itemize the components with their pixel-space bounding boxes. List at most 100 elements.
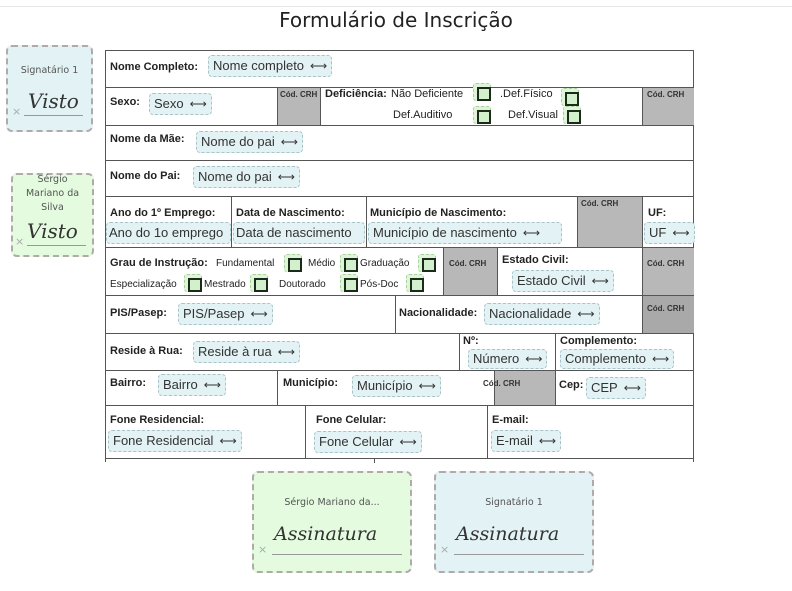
label-fundamental: Fundamental: [216, 258, 275, 269]
cell-uf: [643, 197, 694, 248]
label-deficiencia: Deficiência:: [325, 88, 387, 100]
cell-estado-civil: [498, 248, 643, 296]
resize-arrow-icon[interactable]: ⟷: [250, 307, 268, 321]
resize-arrow-icon[interactable]: ⟷: [672, 226, 690, 240]
resize-arrow-icon[interactable]: ⟷: [277, 345, 295, 359]
field-text: CEP: [591, 380, 618, 395]
field-text: Município: [357, 378, 413, 393]
resize-arrow-icon[interactable]: ⟷: [310, 59, 328, 73]
crh-box: [643, 248, 694, 296]
label-pai: Nome do Pai:: [110, 170, 181, 182]
crh-label: Cód. CRH: [581, 199, 619, 208]
signature-line: [24, 115, 83, 116]
label-fone-res: Fone Residencial:: [110, 414, 205, 426]
signature-signer-2[interactable]: Sérgio Mariano da... Assinatura ×: [252, 471, 412, 573]
label-municipio-nasc: Município de Nascimento:: [370, 207, 507, 219]
label-posdoc: Pós-Doc: [360, 279, 399, 290]
field-email[interactable]: E-mail ⟷: [491, 430, 562, 452]
crh-label: Cód. CRH: [647, 90, 685, 99]
field-uf[interactable]: UF⟷: [644, 222, 695, 244]
cell-municipio: [278, 371, 495, 406]
checkbox-especializacao[interactable]: [184, 274, 202, 292]
label-nome-completo: Nome Completo:: [110, 61, 198, 73]
resize-arrow-icon[interactable]: ⟷: [277, 170, 295, 184]
field-text: Sexo: [154, 96, 184, 111]
resize-arrow-icon[interactable]: ⟷: [525, 352, 543, 366]
remove-icon[interactable]: ×: [12, 105, 22, 118]
field-estado-civil[interactable]: Estado Civil⟷: [512, 270, 614, 292]
visto-signer-1[interactable]: Signatário 1 Visto ×: [6, 45, 93, 132]
checkbox-fundamental[interactable]: [284, 254, 302, 272]
field-nacionalidade[interactable]: Nacionalidade⟷: [484, 303, 600, 325]
resize-arrow-icon[interactable]: ⟷: [203, 378, 221, 392]
label-def-fisico: .Def.Físico: [500, 88, 553, 100]
field-data[interactable]: Data de nascimento: [233, 222, 365, 244]
crh-box: [643, 88, 694, 126]
crh-box: [578, 197, 643, 248]
signature-signer-1[interactable]: Signatário 1 Assinatura ×: [434, 471, 594, 573]
field-text: E-mail: [496, 433, 533, 448]
field-text: Fone Residencial: [113, 433, 214, 448]
remove-icon[interactable]: ×: [258, 543, 268, 556]
checkbox-def-visual[interactable]: [563, 106, 581, 124]
resize-arrow-icon[interactable]: ⟷: [623, 381, 641, 395]
resize-arrow-icon[interactable]: ⟷: [399, 435, 417, 449]
cell-cep: [556, 371, 694, 406]
crh-box: [444, 248, 498, 296]
checkbox-nao-deficiente[interactable]: [473, 83, 491, 101]
label-uf: UF:: [648, 207, 667, 219]
field-rua[interactable]: Reside à rua ⟷: [193, 341, 300, 363]
signature-line: [27, 245, 86, 246]
field-bairro[interactable]: Bairro⟷: [158, 374, 226, 396]
field-nome-completo[interactable]: Nome completo⟷: [208, 55, 333, 77]
remove-icon[interactable]: ×: [15, 235, 25, 248]
remove-icon[interactable]: ×: [440, 543, 450, 556]
field-cep[interactable]: CEP ⟷: [586, 377, 646, 399]
field-fone-cel[interactable]: Fone Celular⟷: [314, 431, 422, 453]
field-text: Reside à rua: [198, 344, 272, 359]
cell-pis: [106, 296, 396, 334]
field-mae[interactable]: Nome do pai⟷: [196, 131, 303, 153]
field-text: Nome do pai: [198, 169, 272, 184]
resize-arrow-icon[interactable]: ⟷: [577, 307, 595, 321]
checkbox-medio[interactable]: [340, 254, 358, 272]
resize-arrow-icon[interactable]: ⟷: [219, 434, 237, 448]
resize-arrow-icon[interactable]: ⟷: [538, 434, 557, 448]
label-graduacao: Graduação: [360, 258, 410, 269]
checkbox-doutorado[interactable]: [340, 274, 358, 292]
visto-signer-2[interactable]: Sérgio Mariano da Silva Visto ×: [11, 173, 94, 257]
checkbox-posdoc[interactable]: [406, 274, 424, 292]
resize-arrow-icon[interactable]: ⟷: [522, 226, 541, 240]
field-fone-res[interactable]: Fone Residencial ⟷: [108, 430, 242, 452]
field-complemento[interactable]: Complemento⟷: [560, 349, 675, 369]
field-text: Número: [473, 351, 520, 366]
resize-arrow-icon[interactable]: ⟷: [591, 274, 609, 288]
label-grau: Grau de Instrução:: [110, 257, 208, 269]
field-municipio[interactable]: Município ⟷: [352, 375, 441, 397]
field-text: PIS/Pasep: [183, 306, 245, 321]
resize-arrow-icon[interactable]: ⟷: [189, 97, 207, 111]
checkbox-mestrado[interactable]: [250, 274, 268, 292]
checkbox-def-fisico[interactable]: [561, 88, 579, 106]
resize-arrow-icon[interactable]: ⟷: [651, 352, 670, 366]
field-pai[interactable]: Nome do pai ⟷: [193, 166, 300, 188]
field-sexo[interactable]: Sexo ⟷: [149, 93, 212, 115]
cell-complemento: [556, 334, 694, 371]
field-pis[interactable]: PIS/Pasep ⟷: [178, 303, 273, 325]
crh-box: [278, 88, 321, 126]
field-municipio-nasc[interactable]: Município de nascimento⟷: [368, 222, 562, 244]
label-fone-cel: Fone Celular:: [316, 414, 387, 426]
row-nome-completo: [106, 51, 694, 88]
signer-name: Signatário 1: [20, 65, 79, 76]
signature-script: Assinatura: [456, 523, 560, 545]
checkbox-graduacao[interactable]: [418, 254, 436, 272]
field-ano[interactable]: Ano do 1o emprego: [106, 222, 231, 244]
resize-arrow-icon[interactable]: ⟷: [418, 379, 436, 393]
checkbox-def-auditivo[interactable]: [473, 106, 491, 124]
label-numero: Nº:: [463, 335, 479, 347]
crh-label: Cód. CRH: [449, 259, 487, 268]
label-especializacao: Especialização: [110, 279, 177, 290]
field-numero[interactable]: Número ⟷: [468, 349, 548, 369]
visto-script: Visto: [27, 219, 78, 243]
resize-arrow-icon[interactable]: ⟷: [280, 135, 298, 149]
